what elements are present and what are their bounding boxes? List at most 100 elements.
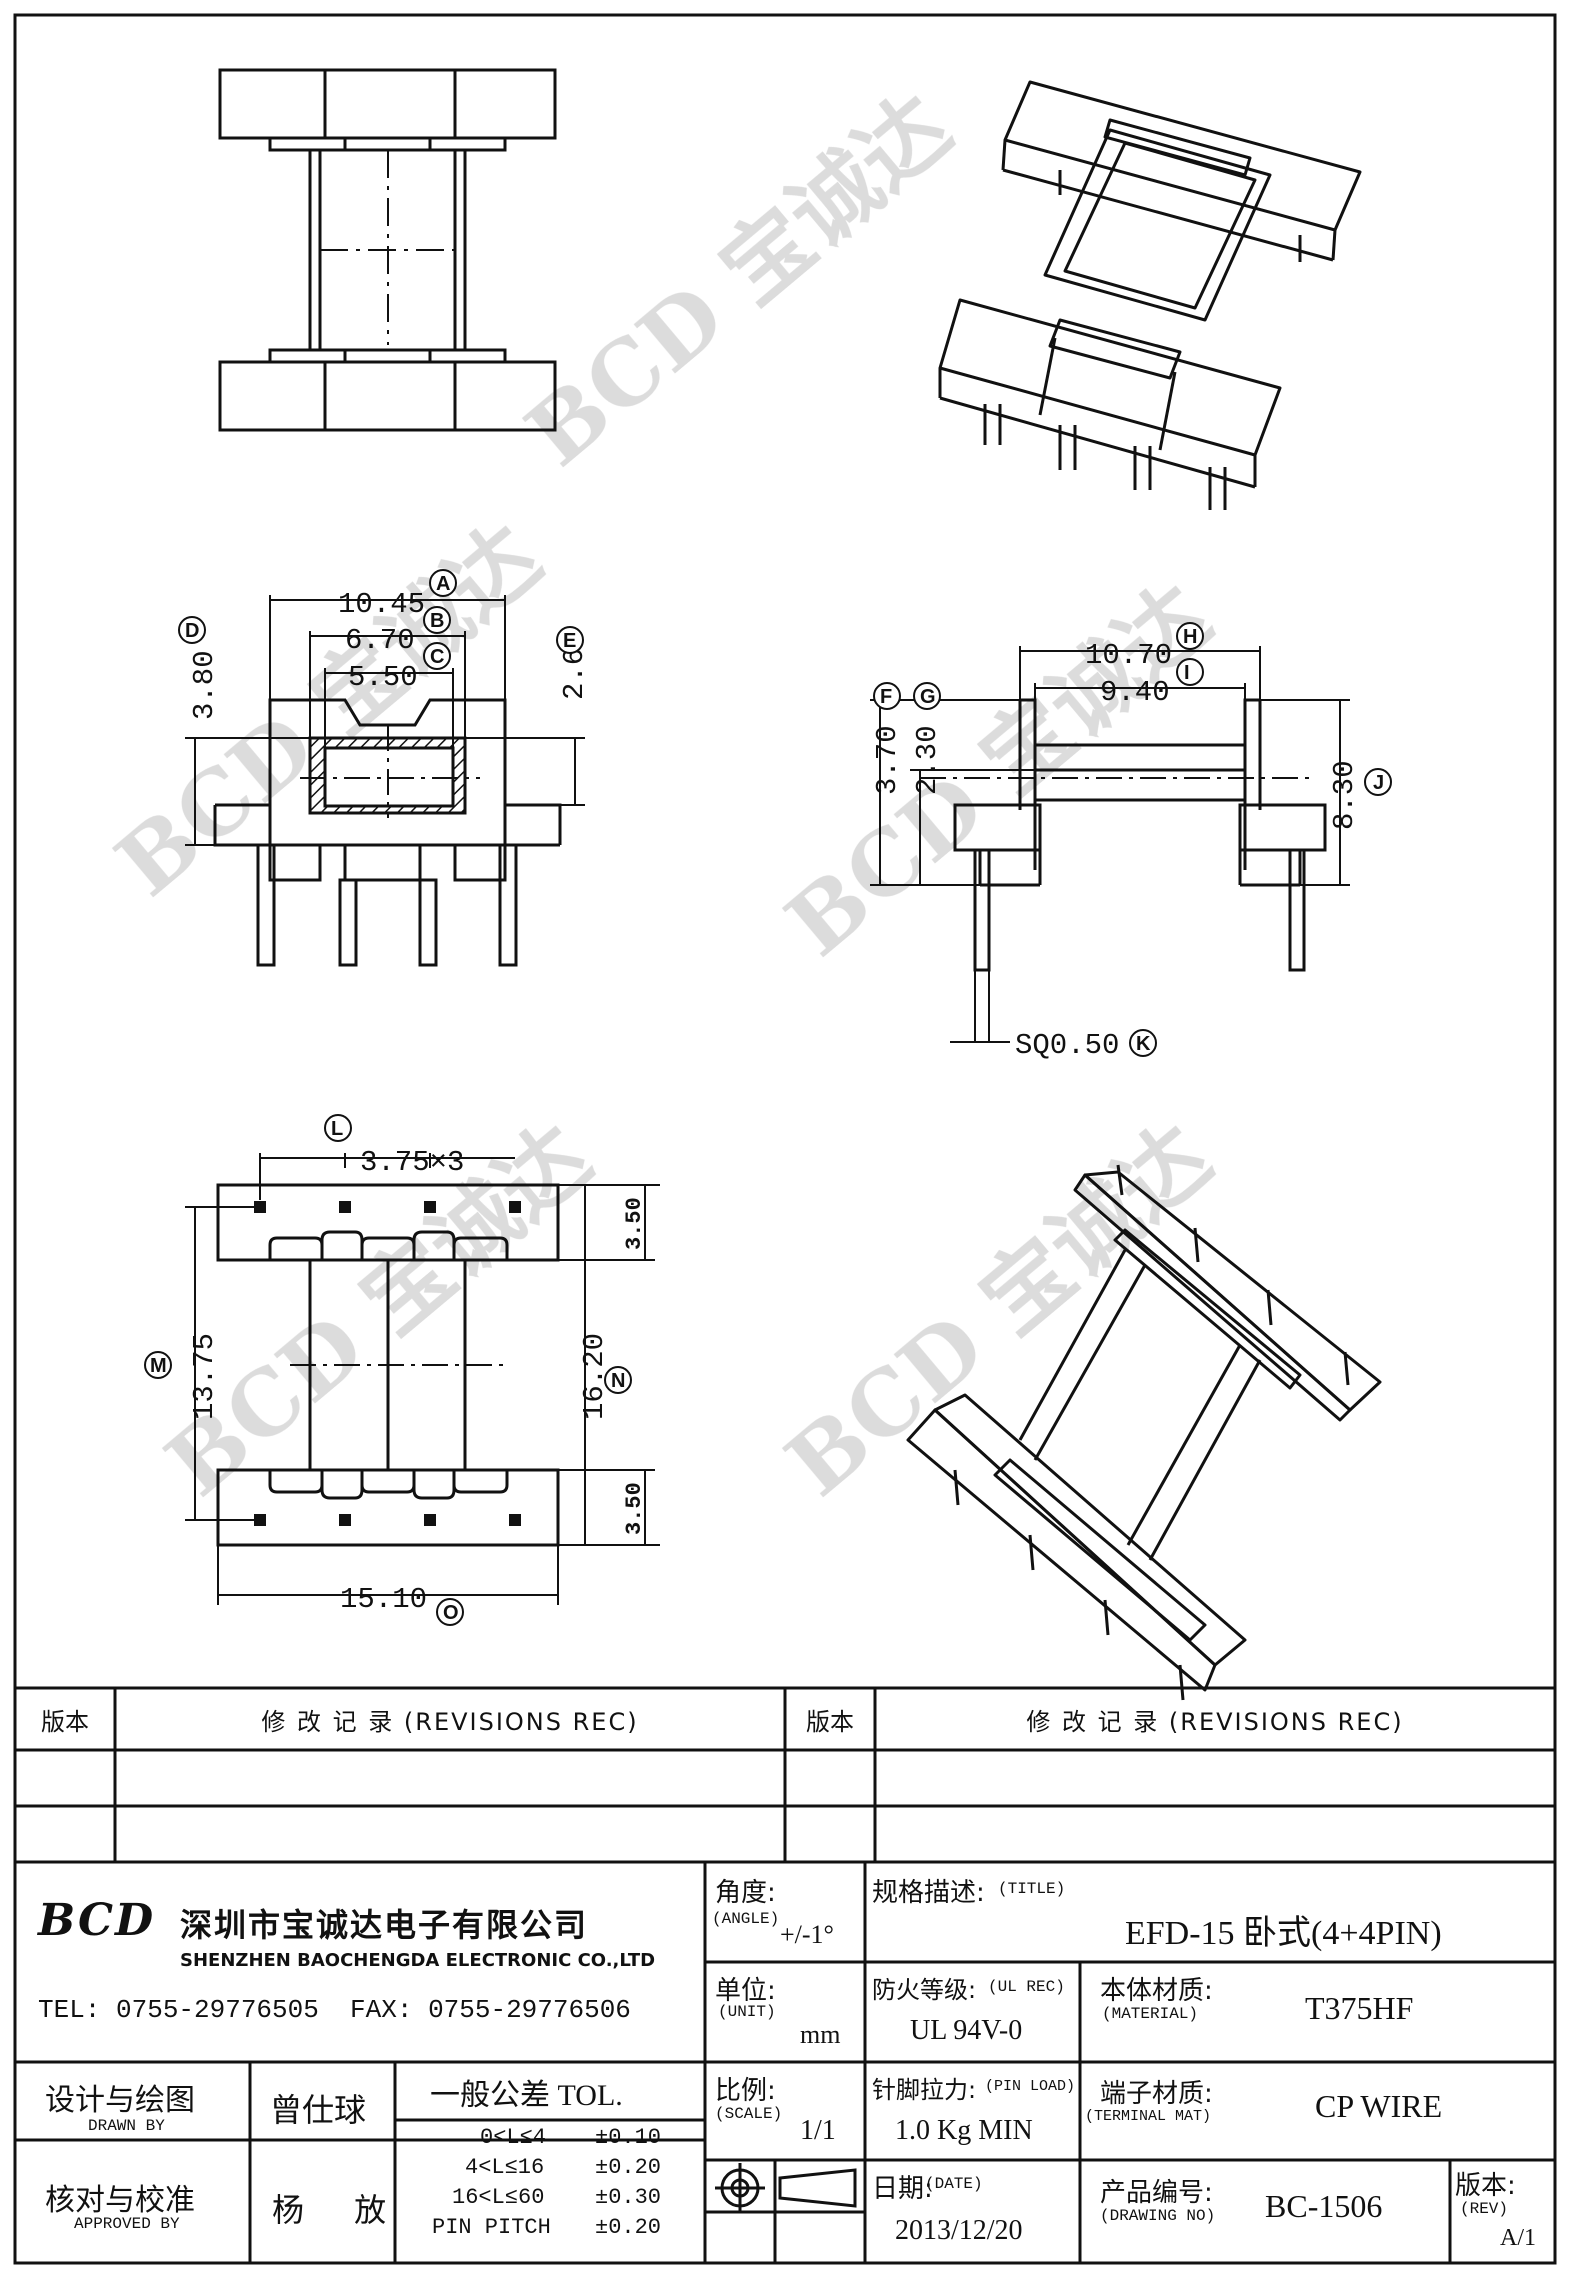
tolerance-row-4-tol: ±0.20 — [595, 2215, 662, 2240]
dim-k-tag: K — [1136, 1033, 1151, 1055]
dim-c-tag-circle — [423, 642, 451, 670]
watermark: BCD 宝诚达 BCD 宝诚达 BCD 宝诚达 BCD 宝诚达 BCD 宝诚达 — [97, 74, 1230, 1516]
date-sub: (DATE) — [925, 2175, 983, 2193]
dim-n-tag: N — [611, 1370, 625, 1392]
unit-sub: (UNIT) — [718, 2003, 776, 2021]
dim-m-value: 13.75 — [188, 1333, 221, 1420]
dim-l-value: 3.75×3 — [360, 1146, 464, 1179]
bottom-view — [216, 1183, 560, 1547]
dim-n-tag-circle — [604, 1366, 632, 1394]
bottom-view-dimensions — [185, 1153, 660, 1605]
dim-o-tag-circle — [436, 1598, 464, 1626]
scale-value: 1/1 — [800, 2115, 836, 2146]
material-value: T375HF — [1305, 1990, 1414, 2026]
approved-value: 杨 放 — [272, 2191, 407, 2229]
side-view-dimensions — [870, 646, 1350, 1043]
angle-sub: (ANGLE) — [712, 1910, 780, 1928]
dim-h-tag-circle — [1176, 622, 1204, 650]
rev-label: 版本: — [1455, 2171, 1516, 2201]
company-name-cn: 深圳市宝诚达电子有限公司 — [180, 1906, 589, 1944]
dim-a-tag-circle — [429, 569, 457, 597]
sheet-border — [13, 13, 1557, 2265]
angle-value: +/-1° — [780, 1920, 834, 1949]
terminal-sub: (TERMINAL MAT) — [1085, 2108, 1212, 2125]
ul-value: UL 94V-0 — [910, 2015, 1023, 2046]
dim-i-tag-circle — [1176, 658, 1204, 686]
rev-record-header-left: 修 改 记 录 (REVISIONS REC) — [261, 1708, 639, 1736]
drawing-no-sub: (DRAWING NO) — [1100, 2207, 1216, 2225]
isometric-view-bottom — [906, 1164, 1382, 1701]
material-label: 本体材质: — [1100, 1976, 1213, 2006]
scale-sub: (SCALE) — [715, 2105, 783, 2123]
top-view — [218, 68, 557, 432]
unit-value: mm — [800, 2020, 841, 2049]
dim-o-tag: O — [443, 1602, 459, 1624]
tolerance-row-2-range: 4<L≤16 — [465, 2155, 545, 2180]
dim-g-tag-circle — [913, 682, 941, 710]
rev-value: A/1 — [1500, 2225, 1536, 2251]
spec-value: EFD-15 卧式(4+4PIN) — [1125, 1915, 1442, 1952]
dim-c-value: 5.50 — [348, 661, 418, 694]
drawing-no-label: 产品编号: — [1100, 2178, 1213, 2208]
front-view-dimensions — [185, 595, 585, 846]
tolerance-row-1-tol: ±0.10 — [595, 2125, 662, 2150]
dim-f-tag: F — [880, 686, 892, 708]
company-contact: TEL: 0755-29776505 FAX: 0755-29776506 — [38, 1995, 631, 2025]
date-label: 日期: — [872, 2174, 933, 2204]
tolerance-title: 一般公差 TOL. — [430, 2079, 623, 2112]
dim-h-value: 10.70 — [1085, 639, 1172, 672]
dim-f-tag-circle — [873, 682, 901, 710]
angle-label: 角度: — [715, 1878, 776, 1908]
dimension-labels: 10.45 A 6.70 B 5.50 C 3.80 D 2.65 E 10.7… — [144, 569, 1392, 1626]
dim-e-tag: E — [563, 630, 576, 652]
dim-k-tag-circle — [1129, 1029, 1157, 1057]
dim-j-tag-circle — [1364, 768, 1392, 796]
dim-l-tag: L — [331, 1118, 343, 1140]
dim-m-tag-circle — [144, 1351, 172, 1379]
dim-p-bottom-value: 3.50 — [622, 1482, 647, 1535]
dim-d-value: 3.80 — [188, 650, 221, 720]
spec-label: 规格描述: — [872, 1878, 985, 1908]
dim-p-top-value: 3.50 — [622, 1197, 647, 1250]
pin-load-value: 1.0 Kg MIN — [895, 2115, 1033, 2146]
dim-h-tag: H — [1183, 626, 1197, 648]
watermark-text: BCD 宝诚达 — [97, 504, 560, 916]
bottom-view-pins — [254, 1201, 521, 1526]
ul-label: 防火等级: — [872, 1976, 977, 2004]
dim-b-value: 6.70 — [345, 624, 415, 657]
rev-version-header-left: 版本 — [41, 1708, 89, 1736]
drawn-value: 曾仕球 — [270, 2091, 367, 2129]
dim-b-tag-circle — [423, 606, 451, 634]
tolerance-row-2-tol: ±0.20 — [595, 2155, 662, 2180]
dim-j-tag: J — [1373, 772, 1384, 794]
dim-g-value: 2.30 — [911, 725, 944, 795]
material-sub: (MATERIAL) — [1102, 2005, 1199, 2023]
watermark-text: BCD 宝诚达 — [767, 1104, 1230, 1516]
unit-label: 单位: — [715, 1976, 776, 2006]
tolerance-row-4-range: PIN PITCH — [432, 2215, 551, 2240]
dim-i-tag: I — [1184, 662, 1190, 684]
dim-i-value: 9.40 — [1100, 676, 1170, 709]
drawn-label: 设计与绘图 — [45, 2083, 195, 2118]
side-view — [920, 698, 1327, 972]
rev-record-header-right: 修 改 记 录 (REVISIONS REC) — [1026, 1708, 1404, 1736]
isometric-view-top — [938, 80, 1362, 510]
dim-j-value: 8.30 — [1328, 760, 1361, 830]
dim-l-tag-circle — [324, 1114, 352, 1142]
approved-label: 核对与校准 — [45, 2183, 195, 2218]
dim-m-tag: M — [150, 1355, 167, 1377]
dim-d-tag-circle — [178, 616, 206, 644]
tolerance-row-3-tol: ±0.30 — [595, 2185, 662, 2210]
drawn-sub: DRAWN BY — [88, 2117, 165, 2135]
dim-c-tag: C — [430, 646, 444, 668]
dim-k-value: SQ0.50 — [1015, 1029, 1119, 1062]
dim-o-value: 15.10 — [340, 1583, 427, 1616]
dim-e-tag-circle — [556, 626, 584, 654]
company-logo: BCD — [38, 1895, 156, 1946]
drawing-no-value: BC-1506 — [1265, 2188, 1383, 2224]
dim-a-tag: A — [436, 573, 450, 595]
dim-a-value: 10.45 — [338, 588, 425, 621]
rev-sub: (REV) — [1460, 2200, 1509, 2218]
